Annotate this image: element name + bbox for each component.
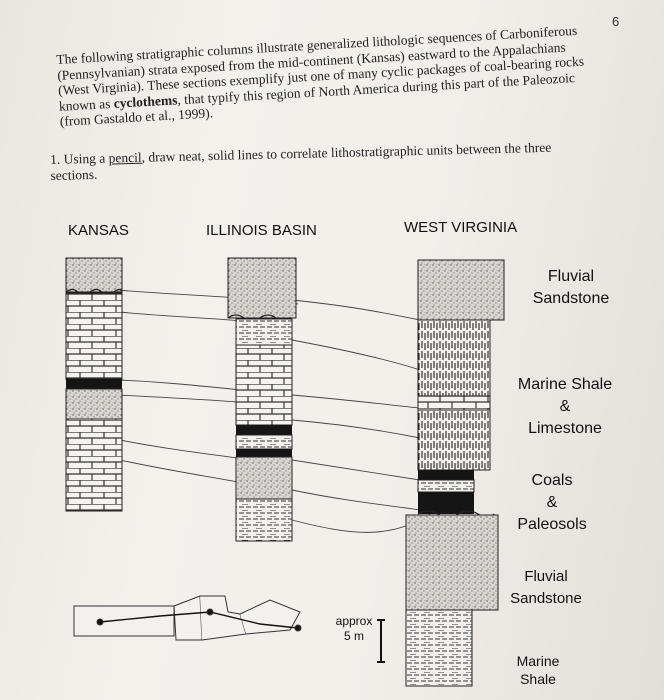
label-marine-shale: Marine Shale	[494, 652, 582, 688]
label-line: &	[559, 398, 571, 415]
label-coals-paleosols: Coals & Paleosols	[502, 470, 602, 536]
label-line: Limestone	[528, 420, 602, 437]
label-line: &	[546, 494, 558, 511]
label-line: Shale	[520, 671, 556, 687]
scale-label: approx 5 m	[326, 614, 382, 644]
label-fluvial-sandstone-bottom: Fluvial Sandstone	[494, 566, 598, 610]
kansas-header: KANSAS	[68, 222, 129, 239]
label-line: Marine	[516, 653, 560, 669]
scale-value: 5 m	[343, 629, 364, 643]
index-map	[73, 595, 302, 641]
west-virginia-header: WEST VIRGINIA	[404, 219, 518, 236]
label-line: Sandstone	[532, 290, 610, 307]
label-line: Fluvial	[547, 268, 595, 285]
label-line: Marine Shale	[517, 376, 613, 393]
scale-label-text: approx	[335, 614, 373, 628]
west-virginia-column	[405, 259, 505, 687]
label-marine-shale-limestone: Marine Shale & Limestone	[500, 374, 630, 440]
illinois-header: ILLINOIS BASIN	[206, 222, 317, 239]
kansas-column	[65, 257, 123, 512]
label-fluvial-sandstone-top: Fluvial Sandstone	[516, 266, 626, 310]
label-line: Sandstone	[510, 590, 582, 607]
label-line: Paleosols	[517, 516, 587, 533]
scale-bar	[377, 619, 385, 663]
page-number: 6	[612, 14, 620, 29]
label-line: Fluvial	[524, 568, 568, 585]
illinois-column	[227, 257, 297, 542]
label-line: Coals	[531, 472, 573, 489]
